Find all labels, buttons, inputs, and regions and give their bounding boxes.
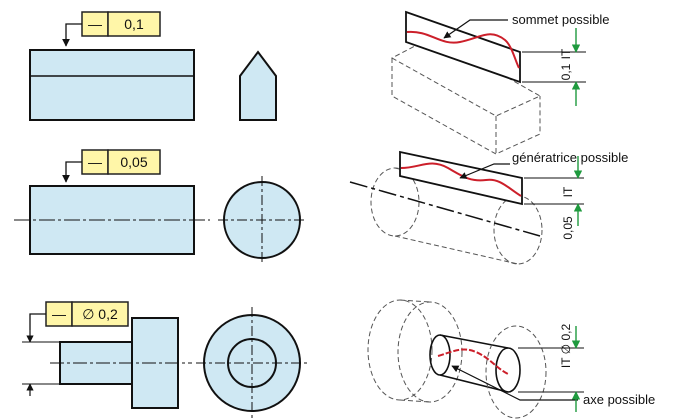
diameter-dimension (22, 330, 60, 396)
stepped-shaft-side-view (196, 307, 308, 418)
block-side-view (239, 50, 277, 121)
tolerance-value: 0,05 (120, 154, 147, 170)
tolerance-value: ∅ 0,2 (82, 306, 118, 322)
stepped-shaft-front-view (50, 317, 192, 409)
tolerance-value: 0,1 (124, 16, 144, 32)
tolerance-label-1: 0,1 (559, 63, 573, 80)
cylinder-front-view (14, 185, 210, 255)
stepped-shaft-3d-view: axe possible IT ∅ 0,2 (367, 299, 655, 419)
row-1: — 0,1 sommet possible (29, 10, 610, 155)
feature-control-frame-1: — 0,1 (62, 11, 161, 47)
tolerance-label-2: 0,05 (561, 216, 575, 240)
note-sommet-possible: sommet possible (512, 12, 610, 27)
straightness-symbol: — (52, 306, 66, 322)
block-front-view (29, 49, 195, 121)
it-label-1: IT (559, 48, 573, 59)
row-3: — ∅ 0,2 (22, 299, 655, 419)
tolerance-label-3: IT ∅ 0,2 (559, 324, 573, 369)
straightness-symbol: — (88, 16, 102, 32)
it-label-2: IT (561, 186, 575, 197)
cylinder-side-view (218, 176, 306, 264)
note-axe-possible: axe possible (583, 392, 655, 407)
feature-control-frame-3: — ∅ 0,2 (29, 301, 129, 330)
row-2: — 0,05 génératrice possible (14, 149, 628, 265)
prism-3d-view: sommet possible IT 0,1 (390, 10, 610, 155)
note-generatrice-possible: génératrice possible (512, 150, 628, 165)
straightness-symbol: — (88, 154, 102, 170)
feature-control-frame-2: — 0,05 (62, 149, 161, 183)
cylinder-3d-view: génératrice possible IT 0,05 (349, 150, 628, 265)
